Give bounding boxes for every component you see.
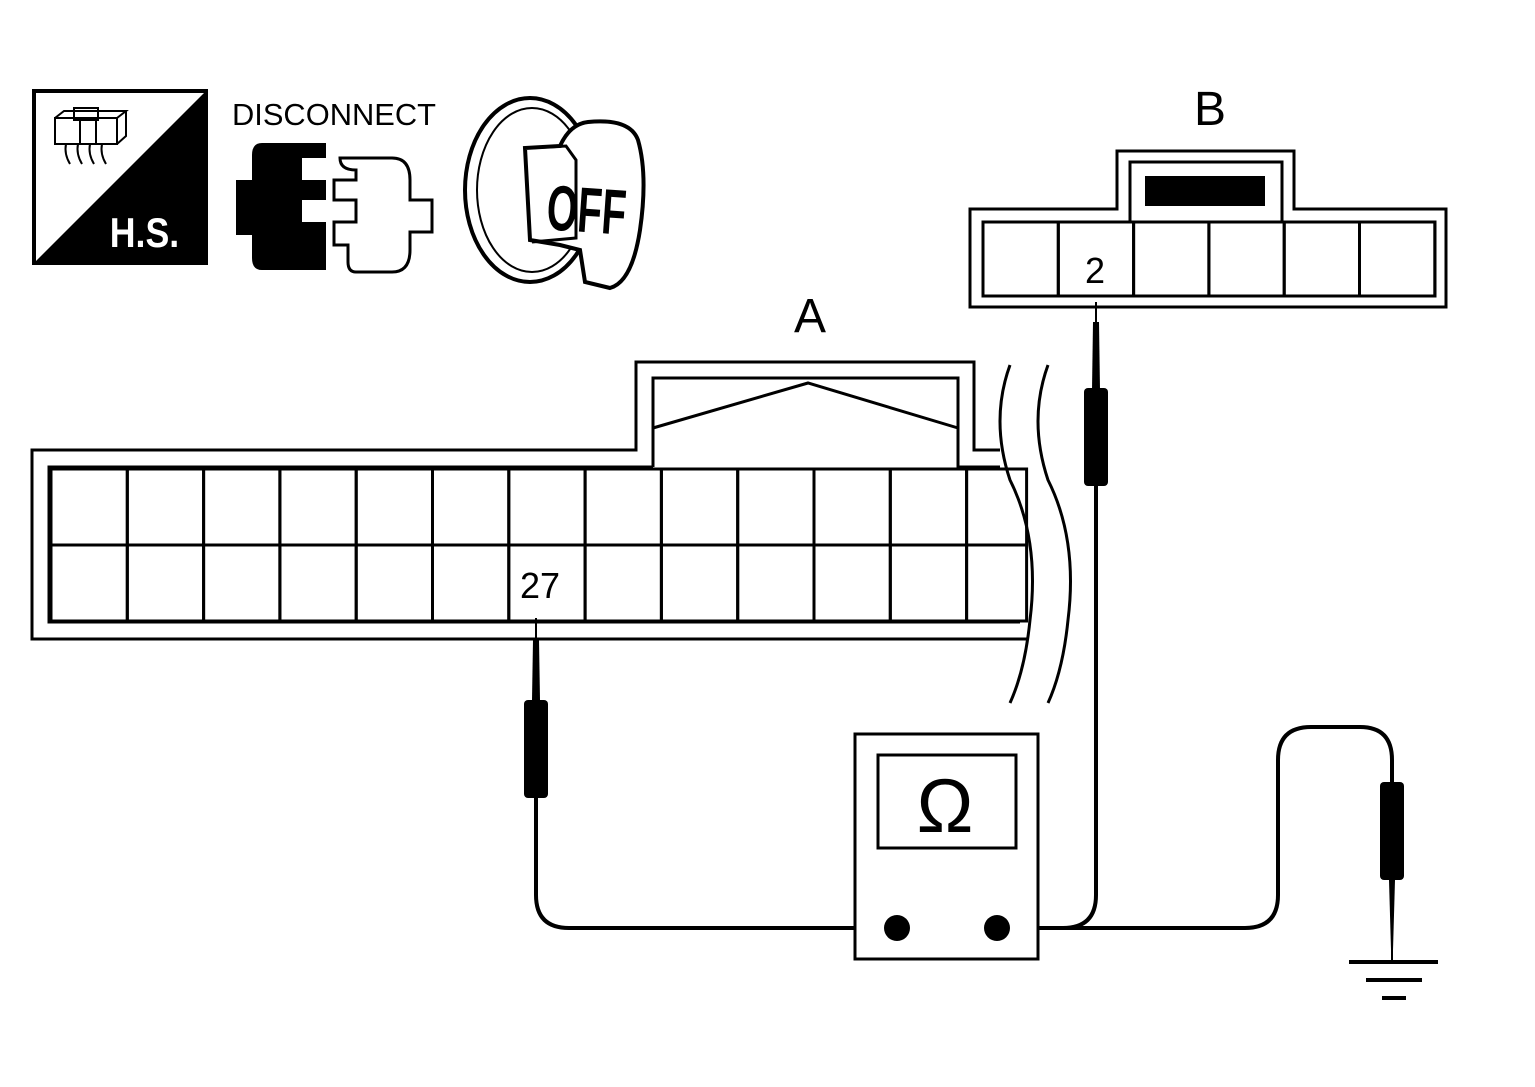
ohm-symbol: Ω: [917, 764, 974, 849]
ohmmeter: Ω: [853, 732, 1040, 961]
connector-a: A 27: [30, 290, 1072, 704]
connector-b-label: B: [1194, 83, 1226, 136]
ignition-off-label: OFF: [544, 173, 628, 249]
connector-b: B 2: [968, 83, 1448, 309]
connector-b-cavity: [1358, 220, 1437, 298]
ignition-key-off-icon: OFF: [463, 96, 646, 291]
connector-b-terminal-label: 2: [1085, 250, 1105, 291]
ohmmeter-terminal-right: [984, 915, 1010, 941]
harness-side-icon: H.S.: [32, 89, 208, 265]
probe-ground: [997, 725, 1404, 962]
disconnect-label: DISCONNECT: [232, 97, 436, 132]
ground-symbol-icon: [1349, 960, 1438, 1000]
connector-a-terminal-label: 27: [520, 565, 560, 606]
connector-a-cavity: [965, 543, 1029, 623]
harness-side-label: H.S.: [110, 210, 179, 256]
test-leads: [524, 302, 1404, 962]
connector-disconnect-icon: DISCONNECT: [232, 97, 436, 274]
connector-a-label: A: [794, 290, 826, 343]
ohmmeter-terminal-left: [884, 915, 910, 941]
probe-a: [524, 618, 897, 930]
